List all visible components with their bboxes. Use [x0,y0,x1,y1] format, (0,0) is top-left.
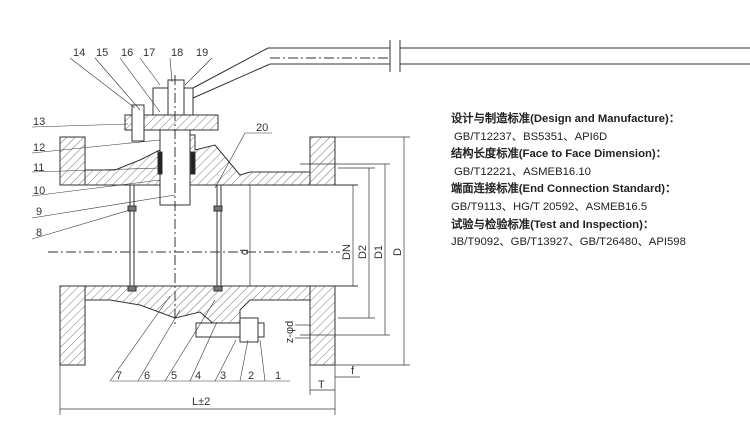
part-label-18: 18 [171,47,183,59]
left-flange-top [59,136,86,186]
standard-value-test: JB/T9092、GB/T13927、GB/T26480、API598 [451,236,686,249]
dim-D2: D2 [357,245,369,259]
part-label-17: 17 [143,47,155,59]
part-label-16: 16 [121,47,133,59]
dim-DN: DN [341,244,353,260]
part-label-8: 8 [36,227,42,239]
dim-d: d [239,249,251,255]
dim-bolt-holes: z-φd [284,321,296,343]
part-label-9: 9 [36,206,42,218]
standard-heading-end-connection: 端面连接标准(End Connection Standard)： [451,183,677,196]
dim-T: T [318,379,325,391]
part-label-13: 13 [33,116,45,128]
standard-heading-design: 设计与制造标准(Design and Manufacture)： [451,113,681,125]
standard-heading-test: 试验与检验标准(Test and Inspection)： [451,218,655,231]
dim-D: D [392,248,404,256]
part-label-20: 20 [256,122,268,134]
part-label-7: 7 [116,370,122,382]
handle [192,47,750,99]
standard-heading-face-to-face: 结构长度标准(Face to Face Dimension)： [451,148,667,161]
standard-value-end-connection: GB/T9113、HG/T 20592、ASMEB16.5 [451,200,648,213]
standard-value-face-to-face: GB/T12221、ASMEB16.10 [454,165,591,178]
part-label-3: 3 [220,370,226,382]
standards-list: 设计与制造标准(Design and Manufacture)： GB/T122… [451,111,686,252]
dim-f: f [351,365,355,377]
dim-L: L±2 [192,396,210,408]
right-flange-top [309,136,336,186]
part-label-2: 2 [248,370,254,382]
part-label-10: 10 [33,185,45,197]
part-label-5: 5 [171,370,177,382]
part-label-4: 4 [195,370,201,382]
dim-D1: D1 [373,245,385,259]
body-upper [84,134,311,186]
right-flange-bottom [309,285,336,366]
part-label-14: 14 [73,47,85,59]
part-label-15: 15 [96,47,108,59]
left-flange-bottom [59,285,86,366]
part-label-19: 19 [196,47,208,59]
part-label-11: 11 [33,162,44,174]
part-label-6: 6 [144,370,150,382]
body-lower [84,285,311,326]
standard-value-design: GB/T12237、BS5351、API6D [454,130,608,143]
part-label-12: 12 [33,142,45,154]
part-label-1: 1 [275,370,281,382]
